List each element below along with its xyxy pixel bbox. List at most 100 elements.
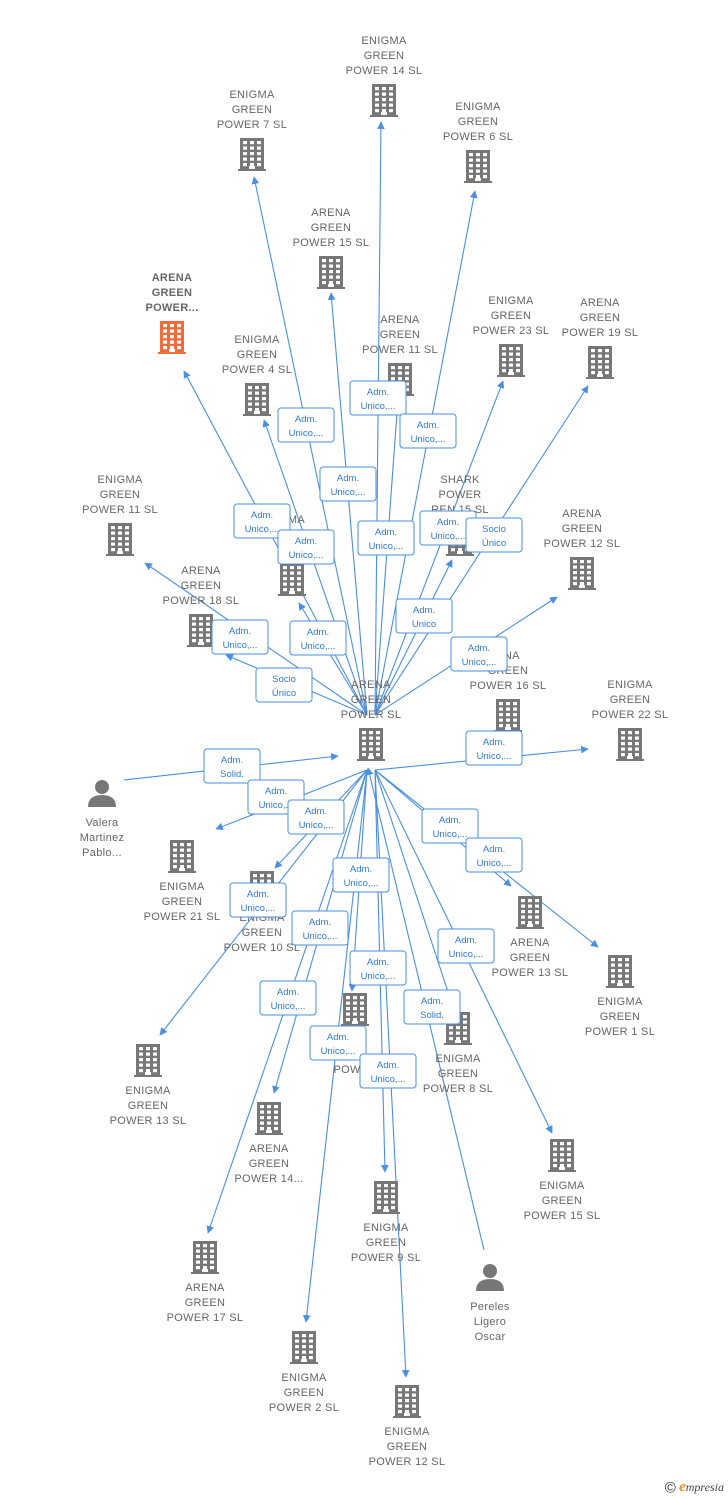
building-window [297, 566, 301, 570]
edge-label-n22[interactable]: Adm.Unico,... [229, 882, 287, 918]
node-n5[interactable]: ARENAGREENPOWER... [145, 272, 198, 354]
building-window [309, 1345, 313, 1349]
edge-label-n12[interactable]: Adm.Unico,... [450, 636, 508, 672]
node-label-line: GREEN [100, 489, 141, 501]
brand-logo-letter: e [679, 1478, 686, 1495]
building-window [625, 974, 629, 978]
edge-label-box [203, 748, 261, 784]
node-label-line: ENIGMA [234, 334, 280, 346]
edge-label-n11[interactable]: Adm.Unico [395, 598, 453, 634]
building-window [376, 753, 380, 757]
edge-label-text: Adm. [417, 420, 439, 431]
edge-label-n26[interactable]: Adm.Unico,... [437, 928, 495, 964]
building-window [322, 259, 326, 263]
edge-label-n6[interactable]: Adm.Unico,... [357, 520, 415, 556]
edge-label-n17[interactable]: Adm.Solid. [203, 748, 261, 784]
edge-label-n10[interactable]: Adm.Unico,... [211, 619, 269, 655]
edge-label-box [287, 799, 345, 835]
edge-label-n31[interactable]: Adm.Unico,... [359, 1053, 417, 1089]
building-door [617, 983, 623, 987]
edge-label-n23[interactable]: Adm.Unico,... [332, 857, 390, 893]
building-window [502, 358, 506, 362]
building-window [605, 354, 609, 358]
building-icon [516, 896, 544, 929]
edge-label-n28[interactable]: Adm.Unico,... [259, 980, 317, 1016]
node-label-line: ARENA [510, 937, 550, 949]
node-label-line: POWER 1 SL [585, 1026, 655, 1038]
node-n17[interactable]: ValeraMartinezPablo... [80, 780, 125, 859]
building-window [528, 899, 532, 903]
edge-label-n4[interactable]: Adm.Unico,... [319, 466, 377, 502]
building-window [376, 736, 380, 740]
edge-label-n25[interactable]: Adm.Unico,... [291, 910, 349, 946]
edge-label-n9[interactable]: Adm.Unico,... [277, 529, 335, 565]
building-window [163, 329, 167, 333]
edge-label-text: Adm. [377, 1060, 399, 1071]
edge-label-n21[interactable]: Adm.Unico,... [465, 837, 523, 873]
empresia-watermark[interactable]: © empresia [665, 1479, 724, 1496]
copyright-symbol: © [664, 1479, 676, 1496]
building-window [283, 588, 287, 592]
edge-n9 [262, 419, 368, 716]
edge-label-text: Unico,... [477, 751, 512, 762]
building-window [360, 1012, 364, 1016]
building-window [513, 707, 517, 711]
building-window [173, 865, 177, 869]
building-window [405, 1388, 409, 1392]
building-window [621, 753, 625, 757]
edge-label-n1[interactable]: Adm.Unico,... [349, 380, 407, 416]
building-base [191, 1272, 219, 1274]
node-label-line: GREEN [562, 523, 603, 535]
edge-label-n30[interactable]: Adm.Unico,... [309, 1025, 367, 1061]
edge-label-text: Adm. [350, 864, 372, 875]
building-door [169, 349, 175, 353]
edge-label-n13[interactable]: Adm.Unico,... [289, 620, 347, 656]
building-window [553, 1153, 557, 1157]
building-window [336, 259, 340, 263]
edge-label-n2[interactable]: Adm.Unico,... [277, 407, 335, 443]
edge-label-n19[interactable]: Adm.Unico,... [287, 799, 345, 835]
building-window [243, 141, 247, 145]
edge-label-n5[interactable]: Adm.Unico,... [233, 503, 291, 539]
building-window [509, 352, 513, 356]
building-window [262, 391, 266, 395]
node-label-line: GREEN [162, 896, 203, 908]
node-label-line: ENIGMA [229, 89, 275, 101]
edge-label-n20[interactable]: Adm.Unico,... [421, 808, 479, 844]
edge-label-box [332, 857, 390, 893]
edge-label-text: Unico,... [331, 487, 366, 498]
edge-label-n16[interactable]: Adm.Unico,... [465, 730, 523, 766]
building-window [389, 87, 393, 91]
edge-label-n3[interactable]: Adm.Unico,... [399, 413, 457, 449]
edge-label-n27[interactable]: Adm.Unico,... [349, 950, 407, 986]
edge-label-n24[interactable]: Adm.Solid. [403, 989, 461, 1025]
